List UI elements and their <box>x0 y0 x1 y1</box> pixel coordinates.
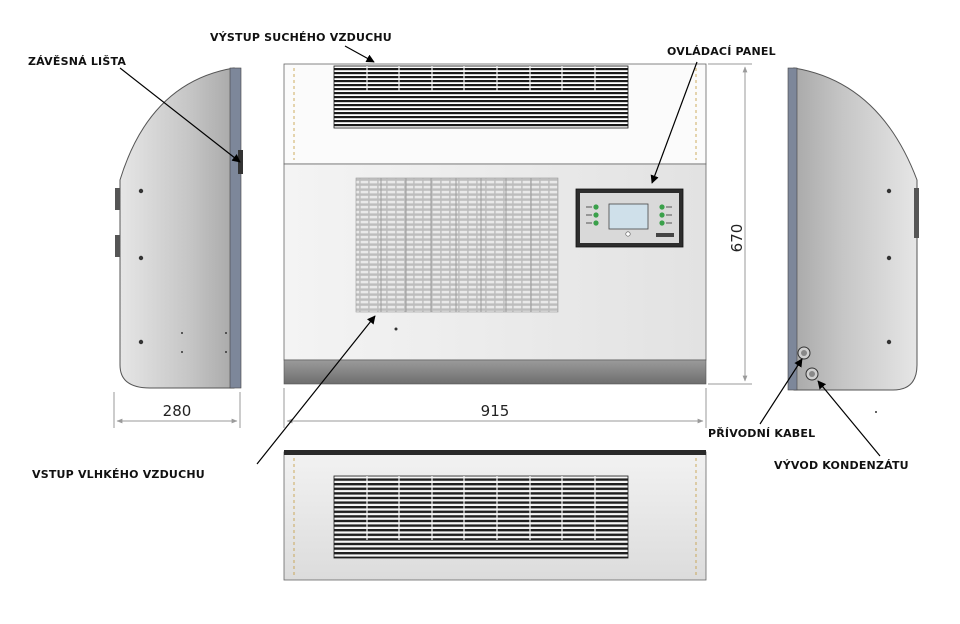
left-hole <box>225 332 227 334</box>
right-screw-2 <box>886 255 892 261</box>
left-screw-1 <box>138 188 144 194</box>
height-dimension-label: 670 <box>728 224 746 253</box>
label-control-panel: OVLÁDACÍ PANEL <box>667 45 776 58</box>
right-screw-3 <box>886 339 892 345</box>
right-screw-1 <box>886 188 892 194</box>
inlet-grille-dividers <box>380 178 532 312</box>
panel-button-icon <box>625 231 631 237</box>
callout-leaders <box>119 45 881 465</box>
panel-logo-icon <box>656 233 674 237</box>
condensate-outlet-port-inner <box>809 371 815 377</box>
leader-condensate-outlet <box>817 380 881 457</box>
stray-dot <box>875 411 877 413</box>
dimension-lines <box>113 63 752 428</box>
label-condensate-outlet: VÝVOD KONDENZÁTU <box>774 459 909 472</box>
control-panel[interactable] <box>575 188 684 248</box>
panel-led-icon <box>593 220 599 226</box>
left-side-rear-plate <box>229 67 242 389</box>
label-power-cable: PŘÍVODNÍ KABEL <box>708 427 815 440</box>
bottom-grille-dividers <box>366 476 596 540</box>
left-hole <box>181 332 183 334</box>
left-side-shell <box>119 67 235 389</box>
humid-air-inlet-grille <box>355 177 559 313</box>
front-base <box>283 359 707 385</box>
right-side-tab <box>914 188 919 238</box>
panel-led-icon <box>659 212 665 218</box>
right-side-shell <box>793 67 918 391</box>
left-screw-3 <box>138 339 144 345</box>
panel-led-icon <box>659 220 665 226</box>
left-hole <box>225 351 227 353</box>
right-side-rear-plate <box>787 67 798 391</box>
leader-control-panel <box>650 61 698 184</box>
depth-dimension-label: 280 <box>163 402 192 420</box>
front-view <box>283 63 707 385</box>
left-screw-2 <box>138 255 144 261</box>
label-hanging-rail: ZÁVĚSNÁ LIŠTA <box>28 55 126 68</box>
panel-led-icon <box>659 204 665 210</box>
leader-hanging-rail <box>119 67 241 163</box>
power-cable-port-inner <box>801 350 807 356</box>
leader-humid-air-inlet <box>256 315 376 465</box>
label-dry-air-outlet: VÝSTUP SUCHÉHO VZDUCHU <box>210 31 392 44</box>
left-hanging-rail <box>238 150 243 174</box>
bottom-view <box>283 450 707 581</box>
bottom-grille <box>333 475 629 559</box>
bottom-top-edge <box>284 450 706 455</box>
left-hole <box>181 351 183 353</box>
panel-led-icon <box>593 212 599 218</box>
panel-led-icon <box>593 204 599 210</box>
leader-dry-air-outlet <box>344 45 375 63</box>
label-humid-air-inlet: VSTUP VLHKÉHO VZDUCHU <box>32 468 205 481</box>
leader-power-cable <box>759 358 803 425</box>
left-side-tab-2 <box>115 235 120 257</box>
front-screw <box>394 327 398 331</box>
dry-air-outlet-grille <box>333 65 629 129</box>
control-panel-display <box>608 203 649 230</box>
width-dimension-label: 915 <box>481 402 510 420</box>
outlet-grille-dividers <box>366 66 596 92</box>
left-side-tab-1 <box>115 188 120 210</box>
right-side-view <box>787 67 919 413</box>
left-side-view <box>115 67 243 389</box>
